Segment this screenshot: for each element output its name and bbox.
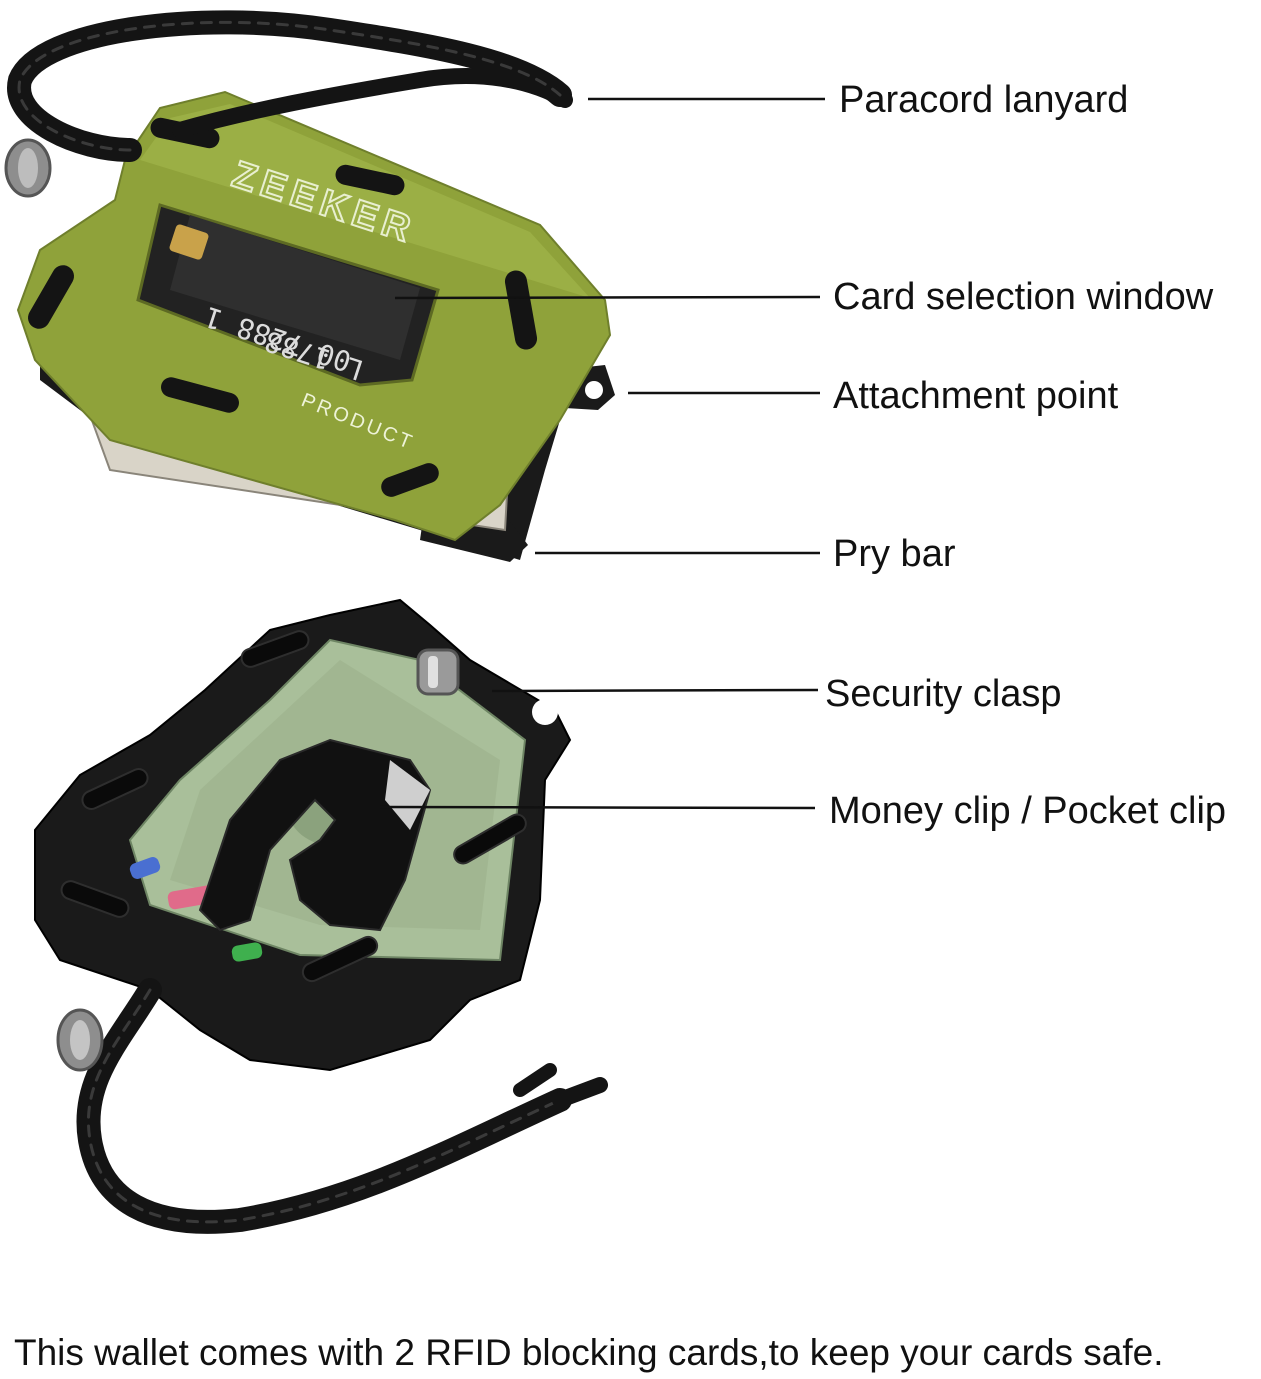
front-plate-highlight — [140, 104, 590, 298]
card-selection-window — [136, 203, 440, 387]
paracord-lanyard — [7, 10, 573, 162]
caption: This wallet comes with 2 RFID blocking c… — [14, 1332, 1164, 1373]
callout-lines — [379, 97, 825, 810]
leader-security-clasp — [491, 688, 819, 693]
back-attachment-hole — [532, 699, 558, 725]
paracord-lacing-back — [60, 630, 527, 983]
card-chip — [169, 224, 209, 260]
wallet-back-view — [34, 598, 608, 1234]
security-clasp — [416, 648, 460, 696]
leader-money-clip — [379, 805, 816, 810]
label-attachment-point: Attachment point — [833, 375, 1119, 417]
label-money-clip: Money clip / Pocket clip — [829, 790, 1227, 832]
lanyard-bead — [4, 138, 52, 198]
money-clip — [198, 738, 432, 932]
leader-card-selection-window — [394, 295, 821, 300]
label-paracord-lanyard: Paracord lanyard — [839, 79, 1129, 121]
label-card-selection-window: Card selection window — [833, 276, 1214, 318]
label-pry-bar: Pry bar — [833, 533, 956, 575]
lanyard-bead-bottom — [56, 1008, 104, 1072]
wallet-front-view — [4, 10, 615, 562]
label-security-clasp: Security clasp — [825, 673, 1062, 715]
paracord-lanyard-bottom — [76, 978, 608, 1234]
